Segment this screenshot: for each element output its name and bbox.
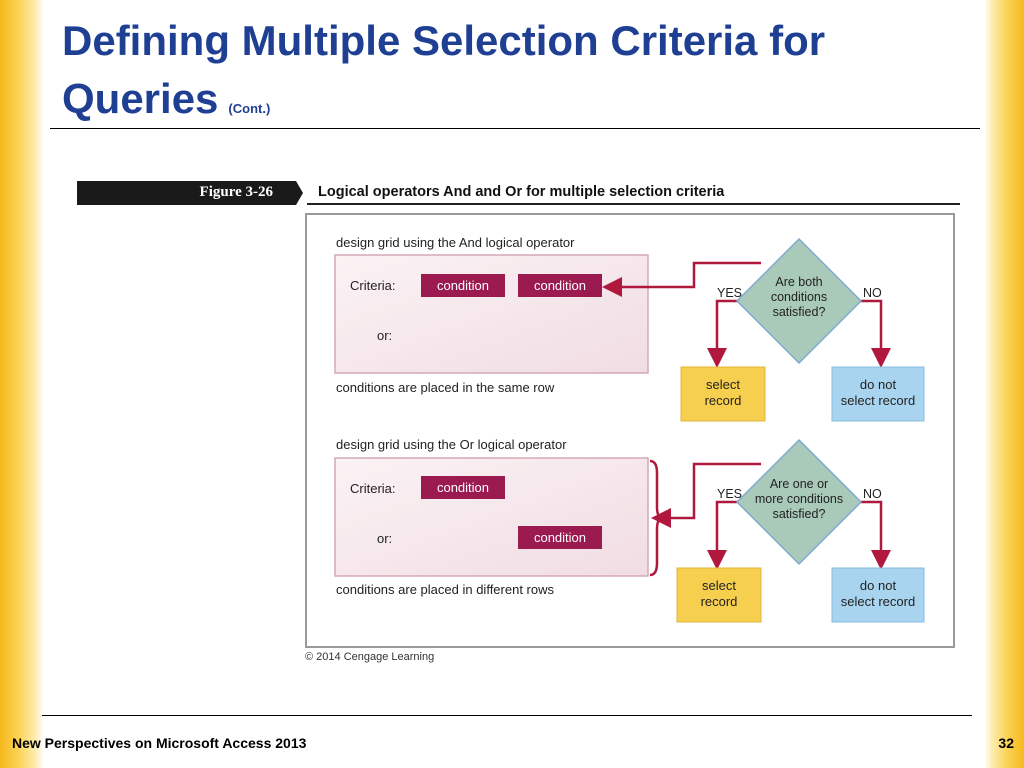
figure-header-rule	[307, 203, 960, 205]
or-decision-line2: more conditions	[755, 492, 843, 506]
or-decision-line1: Are one or	[770, 477, 828, 491]
or-select-line1: select	[702, 578, 736, 593]
or-select-record-box	[676, 567, 762, 623]
figure-diagram: design grid using the And logical operat…	[334, 235, 925, 623]
and-heading: design grid using the And logical operat…	[336, 235, 575, 250]
and-condition-box-2	[518, 274, 602, 297]
slide-title: Defining Multiple Selection Criteria for…	[62, 12, 962, 138]
or-condition-2: condition	[534, 530, 586, 545]
or-criteria-label: Criteria:	[350, 481, 396, 496]
or-or-label: or:	[377, 531, 392, 546]
and-noselect-line2: select record	[841, 393, 915, 408]
or-select-line2: record	[701, 594, 738, 609]
footer-divider	[42, 715, 972, 716]
and-criteria-label: Criteria:	[350, 278, 396, 293]
and-condition-1: condition	[437, 278, 489, 293]
or-noselect-line1: do not	[860, 578, 897, 593]
and-noselect-line1: do not	[860, 377, 897, 392]
or-arrow-no	[861, 500, 891, 570]
left-decor-bar	[0, 0, 44, 768]
or-yes-label: YES	[717, 487, 742, 501]
and-condition-box-1	[421, 274, 505, 297]
and-no-label: NO	[863, 286, 882, 300]
and-select-line1: select	[706, 377, 740, 392]
or-noselect-record-box	[831, 567, 925, 623]
title-divider	[50, 128, 980, 129]
slide-title-suffix: (Cont.)	[228, 101, 271, 116]
figure-number: Figure 3-26	[199, 184, 273, 200]
figure-copyright: © 2014 Cengage Learning	[305, 651, 435, 663]
or-no-label: NO	[863, 487, 882, 501]
or-decision-line3: satisfied?	[773, 507, 826, 521]
or-heading: design grid using the Or logical operato…	[336, 437, 567, 452]
and-arrow-no	[861, 299, 891, 368]
footer-title: New Perspectives on Microsoft Access 201…	[12, 735, 307, 751]
figure-header: Figure 3-26 Logical operators And and Or…	[77, 181, 960, 207]
and-condition-2: condition	[534, 278, 586, 293]
slide-title-text: Defining Multiple Selection Criteria for…	[62, 17, 826, 122]
and-decision-line2: conditions	[771, 290, 827, 304]
or-design-grid	[334, 457, 649, 577]
figure-box: design grid using the And logical operat…	[305, 213, 955, 648]
and-decision-diamond	[735, 237, 863, 365]
and-arrow-to-grid	[602, 261, 761, 297]
or-arrow-yes	[707, 500, 737, 570]
and-select-record-box	[680, 366, 766, 422]
figure-caption: Logical operators And and Or for multipl…	[318, 184, 725, 200]
and-decision-line1: Are both	[775, 275, 822, 289]
and-note: conditions are placed in the same row	[336, 380, 555, 395]
and-yes-label: YES	[717, 286, 742, 300]
or-condition-box-2	[518, 526, 602, 549]
and-or-label: or:	[377, 328, 392, 343]
or-note: conditions are placed in different rows	[336, 582, 554, 597]
right-decor-bar	[984, 0, 1024, 768]
or-condition-1: condition	[437, 480, 489, 495]
and-select-line2: record	[705, 393, 742, 408]
or-condition-box-1	[421, 476, 505, 499]
page-number: 32	[998, 735, 1014, 751]
figure-number-tab: Figure 3-26	[77, 181, 303, 205]
and-design-grid	[334, 254, 649, 374]
and-decision-line3: satisfied?	[773, 305, 826, 319]
or-noselect-line2: select record	[841, 594, 915, 609]
and-arrow-yes	[707, 299, 737, 368]
and-noselect-record-box	[831, 366, 925, 422]
or-arrow-to-grid	[651, 462, 761, 528]
or-decision-diamond	[735, 438, 863, 566]
